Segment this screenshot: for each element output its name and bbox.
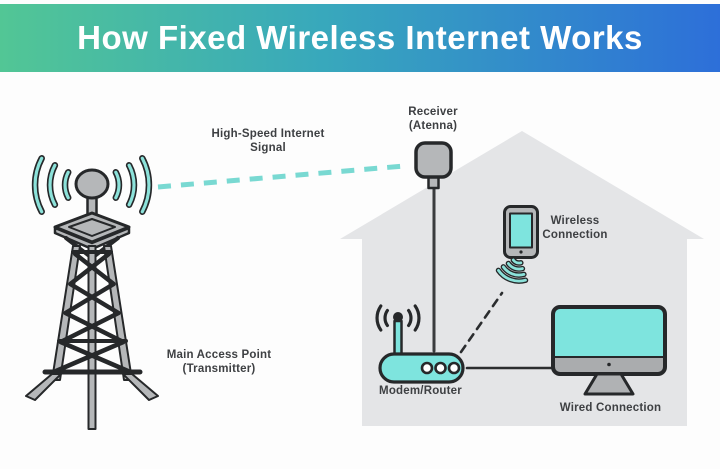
modem-leds	[420, 361, 461, 375]
label-wireless-connection: Wireless Connection	[542, 215, 608, 241]
modem-wifi-icon	[375, 304, 421, 332]
label-wired-connection: Wired Connection	[559, 402, 662, 414]
wireless-connection-line	[459, 291, 504, 354]
tower-platform-inner	[68, 218, 116, 237]
modem-router-icon	[375, 304, 465, 384]
label-high-speed-signal: High-Speed Internet Signal	[211, 128, 325, 154]
tower-horizontal-braces	[57, 250, 128, 343]
desktop-monitor-icon	[551, 305, 667, 396]
dashed-signal-line	[157, 163, 405, 190]
smartphone-icon	[495, 205, 539, 284]
label-main-access-point: Main Access Point (Transmitter)	[166, 349, 272, 375]
label-modem-router: Modem/Router	[379, 385, 462, 397]
phone-wifi-icon	[495, 257, 529, 284]
monitor-screen	[555, 309, 663, 357]
tower-leg-left	[25, 373, 62, 401]
phone-screen	[509, 212, 533, 249]
label-receiver: Receiver (Atenna)	[408, 106, 458, 132]
tower-center-pole	[87, 245, 97, 430]
modem-antenna-tip	[393, 312, 403, 322]
house-roof	[340, 131, 704, 239]
receiver-dish	[414, 141, 453, 179]
receiver-antenna-icon	[414, 141, 453, 353]
radio-tower-icon	[25, 155, 159, 430]
tower-head	[74, 168, 110, 200]
phone-home-button	[519, 250, 523, 254]
tower-signal-arcs-icon	[31, 155, 153, 215]
header-banner: How Fixed Wireless Internet Works	[0, 4, 720, 72]
monitor-stand	[583, 372, 635, 396]
tower-cross-braces	[53, 251, 131, 374]
tower-leg-right	[122, 373, 159, 401]
monitor-camera-dot	[607, 362, 611, 367]
page-title: How Fixed Wireless Internet Works	[77, 19, 643, 56]
